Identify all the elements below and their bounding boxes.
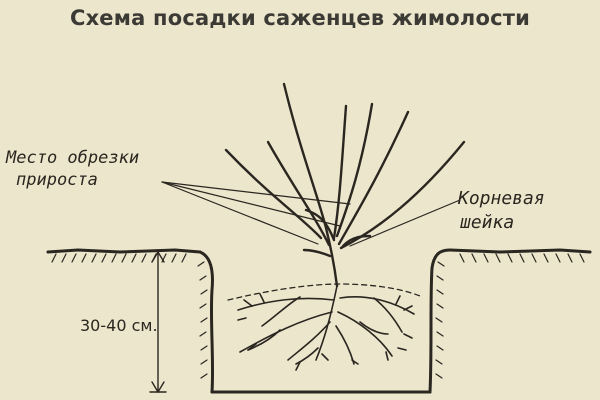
root-collar-label: Корневая: [458, 188, 545, 209]
root-system: [237, 285, 415, 371]
pit-wall-left: [198, 250, 215, 394]
depth-dimension: [149, 251, 167, 393]
depth-label: 30-40 см.: [80, 316, 158, 335]
root-collar-label-line2: шейка: [460, 212, 515, 233]
pruning-site-label: Место обрезки: [6, 148, 140, 168]
ground-hatching: [51, 253, 585, 379]
shrub-stems: [224, 82, 466, 288]
soil-level-dashed: [227, 283, 421, 301]
planting-pit: [46, 248, 592, 394]
pruning-site-label-line2: прироста: [16, 170, 98, 190]
pointer-lines: [161, 181, 461, 247]
ground-left: [46, 248, 202, 254]
ground-right: [448, 248, 592, 254]
diagram-title: Схема посадки саженцев жимолости: [69, 6, 531, 30]
pit-wall-right: [428, 248, 452, 394]
